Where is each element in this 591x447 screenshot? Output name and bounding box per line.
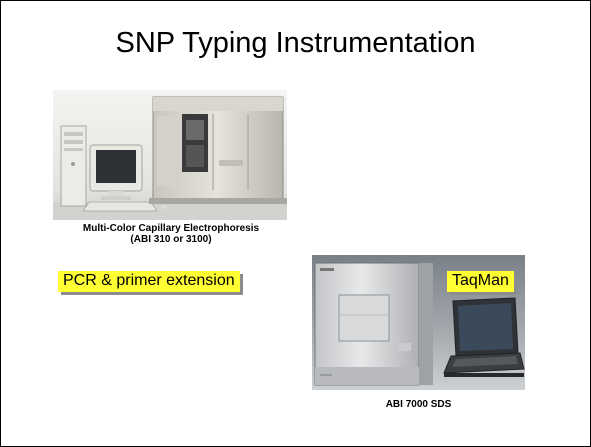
slide-title: SNP Typing Instrumentation <box>115 27 476 59</box>
capillary-electrophoresis-photo <box>53 90 287 220</box>
abi-7000-sds-photo <box>312 255 525 390</box>
caption-line-1: Multi-Color Capillary Electrophoresis <box>82 223 260 234</box>
capillary-electrophoresis-caption: Multi-Color Capillary Electrophoresis (A… <box>41 223 301 245</box>
abi-7000-sds-caption: ABI 7000 SDS <box>385 399 452 410</box>
capillary-electrophoresis-illustration <box>53 90 287 220</box>
taqman-label: TaqMan <box>447 271 514 292</box>
abi-7000-sds-illustration <box>312 255 525 390</box>
caption-line-2: (ABI 310 or 3100) <box>130 234 212 245</box>
pcr-primer-extension-label: PCR & primer extension <box>58 271 240 292</box>
